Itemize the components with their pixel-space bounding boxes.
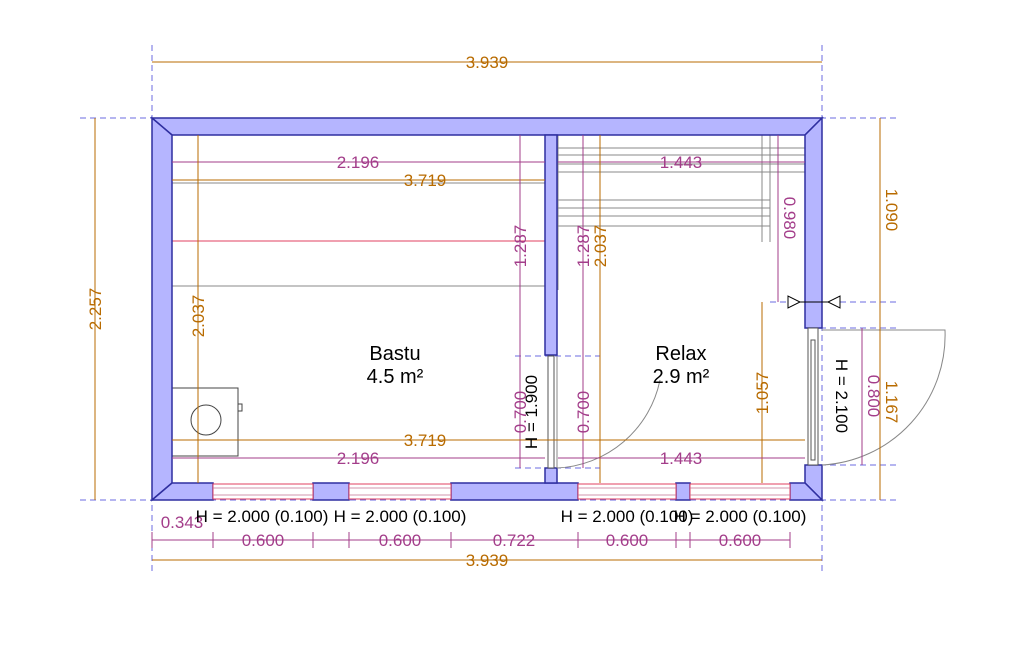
dim-bastu-lower-width: 2.196 (337, 449, 380, 468)
relax-bench (557, 135, 805, 290)
inner-door-height-label: H = 1.900 (522, 375, 541, 449)
dim-door-left-width: 0.700 (511, 391, 530, 434)
bastu-bench (171, 122, 546, 287)
dim-relax-bench-depth: 1.287 (574, 225, 593, 268)
dim-seg-e: 0.600 (606, 531, 649, 550)
dimension-ticks (151, 532, 791, 548)
window-1-label: H = 2.000 (0.100) (196, 507, 329, 526)
dim-relax-bench-width: 1.443 (660, 153, 703, 172)
height-labels: H = 1.900 H = 2.100 H = 2.000 (0.100) H … (196, 359, 851, 526)
dim-ext-door-width: 0.800 (864, 375, 883, 418)
dim-inner-width-lower: 3.719 (404, 431, 447, 450)
dim-seg-c: 0.600 (379, 531, 422, 550)
room-labels: Bastu 4.5 m² Relax 2.9 m² (367, 343, 710, 388)
dim-relax-lower-right: 1.057 (753, 372, 772, 415)
walls (149, 116, 824, 502)
dim-right-upper: 1.090 (882, 189, 901, 232)
inner-door (547, 355, 661, 469)
dimension-lines (94, 61, 881, 561)
room-relax-name: Relax (655, 343, 706, 365)
exterior-door (807, 327, 946, 466)
level-markers (787, 295, 841, 309)
room-bastu-name: Bastu (369, 343, 420, 365)
dim-seg-b: 0.600 (242, 531, 285, 550)
dim-overall-width-top: 3.939 (466, 53, 509, 72)
dim-door-right-width: 0.700 (574, 391, 593, 434)
dim-bastu-bench-width: 2.196 (337, 153, 380, 172)
dimension-texts: 3.939 3.939 2.257 2.196 3.719 1.443 1.28… (86, 53, 901, 570)
dim-overall-width-bottom: 3.939 (466, 551, 509, 570)
room-bastu-area: 4.5 m² (367, 366, 424, 388)
window-4-label: H = 2.000 (0.100) (674, 507, 807, 526)
dim-bastu-inner-width-upper: 3.719 (404, 171, 447, 190)
dim-relax-bench-side: 0.980 (780, 197, 799, 240)
dim-bastu-height-left: 2.037 (189, 295, 208, 338)
ext-door-height-label: H = 2.100 (832, 359, 851, 433)
dim-seg-f: 0.600 (719, 531, 762, 550)
window-glass-lines (213, 487, 790, 496)
dim-bastu-bench-depth: 1.287 (511, 225, 530, 268)
dim-seg-d: 0.722 (493, 531, 536, 550)
dim-relax-height: 2.037 (591, 225, 610, 268)
dim-right-lower: 1.167 (882, 381, 901, 424)
dim-overall-height-left: 2.257 (86, 288, 105, 331)
window-3-label: H = 2.000 (0.100) (561, 507, 694, 526)
window-2-label: H = 2.000 (0.100) (334, 507, 467, 526)
dim-seg-a: 0.343 (161, 513, 204, 532)
dim-relax-lower-width: 1.443 (660, 449, 703, 468)
sauna-heater (171, 387, 243, 457)
room-relax-area: 2.9 m² (653, 366, 710, 388)
